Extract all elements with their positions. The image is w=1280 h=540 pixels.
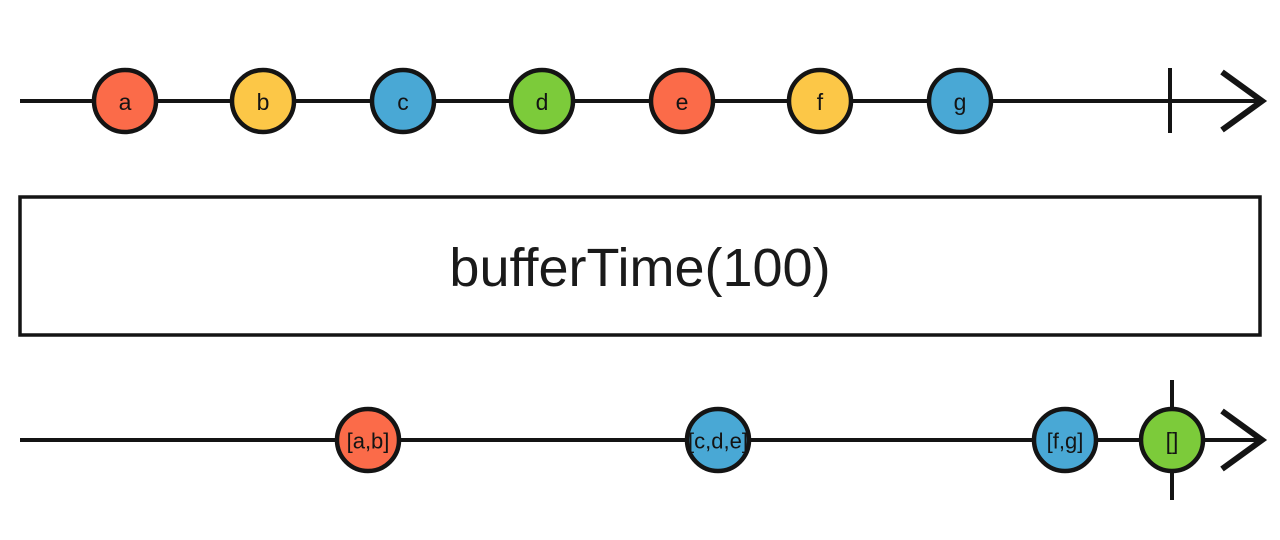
marble[interactable]: f <box>786 67 854 135</box>
marble-circle[interactable] <box>1138 406 1206 474</box>
marble-circle[interactable] <box>684 406 752 474</box>
marble-label: g <box>954 89 967 115</box>
marble-label: c <box>397 89 409 115</box>
marble-label: d <box>536 89 549 115</box>
marble-circle[interactable] <box>229 67 297 135</box>
operator-label: bufferTime(100) <box>449 238 830 298</box>
marble[interactable]: d <box>508 67 576 135</box>
marble[interactable]: [c,d,e] <box>684 406 752 474</box>
marble[interactable]: b <box>229 67 297 135</box>
marble-label: a <box>119 89 132 115</box>
source-timeline: a b c d e f g <box>20 67 1268 135</box>
marble-label: [] <box>1166 428 1179 454</box>
marble[interactable]: c <box>369 67 437 135</box>
marble[interactable]: a <box>91 67 159 135</box>
marble-label: b <box>257 89 270 115</box>
marble[interactable]: e <box>648 67 716 135</box>
marble[interactable]: [f,g] <box>1031 406 1099 474</box>
source-marble-group: a b c d e f g <box>91 67 994 135</box>
source-timeline-arrowhead <box>1220 69 1268 133</box>
result-timeline: [a,b] [c,d,e] [f,g] [] <box>20 380 1268 500</box>
marble-circle[interactable] <box>91 67 159 135</box>
marble-label: [f,g] <box>1047 429 1084 454</box>
operator-box-rect <box>18 195 1262 337</box>
result-marble-group: [a,b] [c,d,e] [f,g] [] <box>334 406 1206 474</box>
marble-label: [a,b] <box>347 429 390 454</box>
result-timeline-arrowhead <box>1220 408 1268 472</box>
marble-label: f <box>817 89 824 115</box>
marble[interactable]: [] <box>1138 406 1206 474</box>
marble-label: e <box>676 89 689 115</box>
operator-box: bufferTime(100) <box>18 195 1262 337</box>
marble-circle[interactable] <box>786 67 854 135</box>
marble-circle[interactable] <box>508 67 576 135</box>
marble-circle[interactable] <box>1031 406 1099 474</box>
marble[interactable]: [a,b] <box>334 406 402 474</box>
marble[interactable]: g <box>926 67 994 135</box>
marble-circle[interactable] <box>926 67 994 135</box>
marble-label: [c,d,e] <box>688 429 748 454</box>
marble-circle[interactable] <box>369 67 437 135</box>
marble-circle[interactable] <box>648 67 716 135</box>
marble-circle[interactable] <box>334 406 402 474</box>
